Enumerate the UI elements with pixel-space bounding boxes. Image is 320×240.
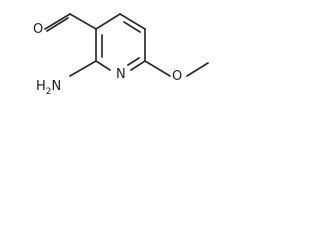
aldehyde-double-bond-a bbox=[44, 13, 71, 30]
amino-bond bbox=[69, 60, 97, 77]
amine-label: H2N bbox=[36, 79, 61, 96]
amine-h-label: H bbox=[36, 79, 46, 94]
ring-double-bond-upper bbox=[123, 21, 141, 33]
amine-subscript-label: 2 bbox=[46, 87, 52, 96]
methoxy-bond-ring bbox=[144, 60, 171, 77]
amine-n-label: N bbox=[52, 79, 62, 94]
aldehyde-carbon-bond bbox=[69, 13, 97, 30]
ether-oxygen-label: O bbox=[172, 69, 182, 84]
ring-bond-lower-right bbox=[130, 60, 146, 71]
ring-bond-lower-left bbox=[95, 60, 111, 71]
ring-nitrogen-label: N bbox=[116, 67, 126, 82]
chemical-structure-canvas: O H2N N O bbox=[0, 0, 218, 96]
ring-double-bond-lower-right bbox=[127, 57, 140, 66]
methoxy-bond-methyl bbox=[186, 62, 209, 77]
aldehyde-double-bond-b bbox=[46, 17, 69, 32]
aldehyde-oxygen-label: O bbox=[33, 22, 43, 37]
molecule-diagram: O H2N N O bbox=[33, 13, 209, 96]
ring-bond-top-left bbox=[95, 13, 121, 30]
ring-bond-top-right bbox=[119, 13, 146, 30]
